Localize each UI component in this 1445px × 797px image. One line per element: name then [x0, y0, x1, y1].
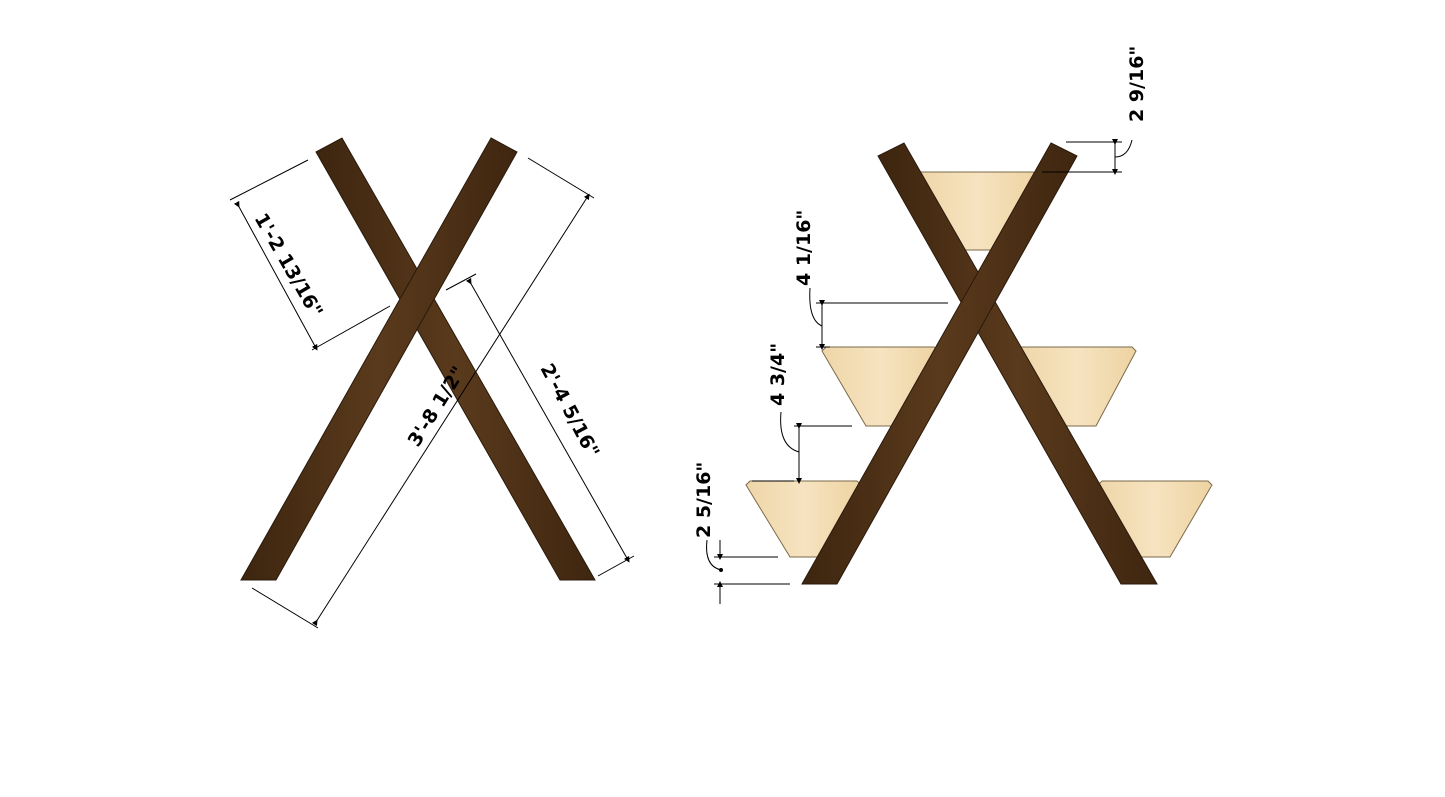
dim-gap-lower: 4 3/4" — [752, 343, 852, 484]
dim-full-leg: 3'-8 1/2" — [251, 157, 595, 629]
leg-back-right — [877, 142, 1158, 585]
dim-top-offset: 2 9/16" — [1042, 46, 1148, 175]
dim-top-offset-label: 2 9/16" — [1126, 46, 1148, 122]
dim-full-leg-label: 3'-8 1/2" — [404, 363, 470, 451]
dim-bottom-offset-label: 2 5/16" — [693, 462, 715, 538]
dim-gap-upper-label: 4 1/16" — [793, 210, 815, 286]
leg-front-right — [801, 142, 1078, 585]
dim-lower-segment-label: 2'-4 5/16" — [536, 360, 604, 462]
dim-gap-lower-label: 4 3/4" — [767, 343, 789, 406]
left-view: 1'-2 13/16" 3'-8 1/2" 2'-4 5/16" — [229, 137, 635, 629]
right-view: 2 9/16" 4 1/16" 4 3/4" 2 5/16" — [693, 46, 1213, 604]
dim-bottom-offset: 2 5/16" — [693, 462, 790, 604]
dim-gap-upper: 4 1/16" — [793, 210, 948, 350]
dim-top-segment-label: 1'-2 13/16" — [250, 210, 327, 322]
